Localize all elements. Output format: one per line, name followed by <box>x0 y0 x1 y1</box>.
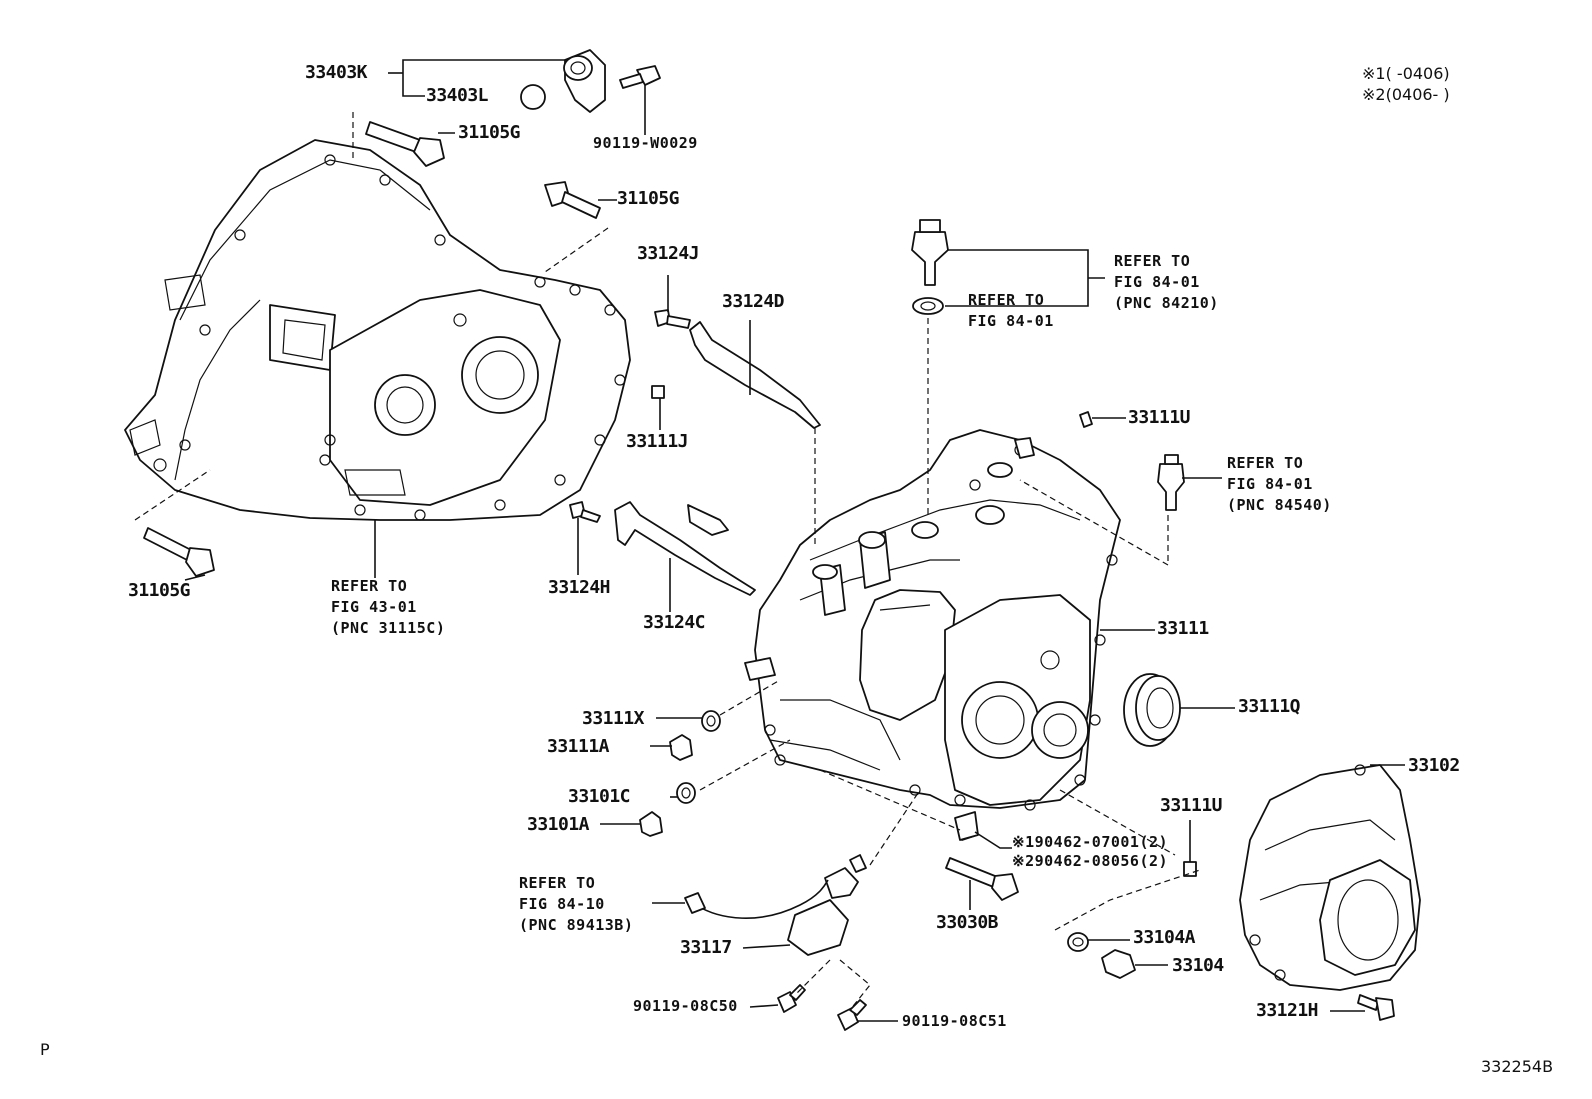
small-fasteners <box>639 411 1395 1031</box>
refer-line-1: REFER TO <box>968 291 1045 309</box>
label-33111x: 33111X <box>582 708 645 729</box>
label-90119-08c50: 90119-08C50 <box>633 997 738 1015</box>
label-33101c: 33101C <box>568 786 631 807</box>
label-31105g-top: 31105G <box>458 122 521 143</box>
label-33403k: 33403K <box>305 62 368 83</box>
label-33403l: 33403L <box>426 85 489 106</box>
page-letter: P <box>40 1040 50 1059</box>
refer-line-2: FIG 43-01 <box>331 598 417 616</box>
speed-sensor <box>684 854 867 956</box>
note-1: ※1( -0406) <box>1362 64 1450 83</box>
label-90119-w0029: 90119-W0029 <box>593 134 698 152</box>
refer-fig-43-01: REFER TO FIG 43-01 (PNC 31115C) <box>331 576 445 639</box>
clutch-housing <box>124 139 631 521</box>
bolts-31105g <box>143 121 601 577</box>
label-33111a: 33111A <box>547 736 610 757</box>
refer-line-1: REFER TO <box>1227 454 1304 472</box>
label-31105g-bottom: 31105G <box>128 580 191 601</box>
label-33111j: 33111J <box>626 431 689 452</box>
label-33102: 33102 <box>1408 755 1460 776</box>
refer-line-2: FIG 84-01 <box>968 312 1054 330</box>
refer-line-3: (PNC 84540) <box>1227 496 1332 514</box>
refer-line-1: REFER TO <box>1114 252 1191 270</box>
label-33121h: 33121H <box>1256 1000 1319 1021</box>
bracket <box>954 811 979 841</box>
dashed-lines <box>134 112 1201 1011</box>
extension-housing <box>1239 764 1421 991</box>
label-33111: 33111 <box>1157 618 1209 639</box>
label-90119-08c51: 90119-08C51 <box>902 1012 1007 1030</box>
figure-code: 332254B <box>1481 1057 1554 1076</box>
transmission-case <box>744 429 1121 811</box>
fork-parts <box>569 309 821 596</box>
label-33111u-bottom: 33111U <box>1160 795 1223 816</box>
switch-parts <box>911 219 1185 511</box>
refer-fig-84-01-b: REFER TO FIG 84-01 <box>968 290 1054 332</box>
refer-fig-84-01-a: REFER TO FIG 84-01 (PNC 84210) <box>1114 251 1219 314</box>
label-33124c: 33124C <box>643 612 706 633</box>
label-33101a: 33101A <box>527 814 590 835</box>
refer-line-3: (PNC 89413B) <box>519 916 634 934</box>
label-33124j: 33124J <box>637 243 700 264</box>
label-33111u-top: 33111U <box>1128 407 1191 428</box>
label-33104a: 33104A <box>1133 927 1196 948</box>
label-33111q: 33111Q <box>1238 696 1301 717</box>
refer-fig-84-10: REFER TO FIG 84-10 (PNC 89413B) <box>519 873 633 936</box>
label-33030b: 33030B <box>936 912 999 933</box>
label-90462-08056: ※290462-08056(2) <box>1012 852 1169 870</box>
refer-line-1: REFER TO <box>519 874 596 892</box>
refer-line-3: (PNC 31115C) <box>331 619 446 637</box>
refer-line-1: REFER TO <box>331 577 408 595</box>
label-33117: 33117 <box>680 937 732 958</box>
release-hub <box>520 49 606 113</box>
refer-line-3: (PNC 84210) <box>1114 294 1219 312</box>
refer-fig-84-01-c: REFER TO FIG 84-01 (PNC 84540) <box>1227 453 1332 516</box>
label-33124d: 33124D <box>722 291 785 312</box>
refer-line-2: FIG 84-10 <box>519 895 605 913</box>
bolt-90119-w0029 <box>619 65 661 89</box>
label-90462-07001: ※190462-07001(2) <box>1012 833 1169 851</box>
label-33104: 33104 <box>1172 955 1224 976</box>
oil-seal <box>1123 673 1181 747</box>
refer-line-2: FIG 84-01 <box>1227 475 1313 493</box>
refer-line-2: FIG 84-01 <box>1114 273 1200 291</box>
note-2: ※2(0406- ) <box>1362 85 1450 104</box>
label-33124h: 33124H <box>548 577 611 598</box>
leader-lines <box>184 59 1405 1022</box>
label-31105g-mid: 31105G <box>617 188 680 209</box>
